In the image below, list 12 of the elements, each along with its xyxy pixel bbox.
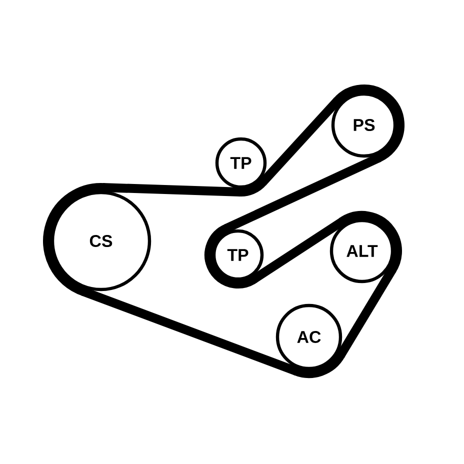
belt — [252, 217, 346, 283]
pulley: CS — [50, 190, 152, 292]
pulley: TP — [212, 229, 264, 281]
belt — [81, 287, 298, 376]
pulley: PS — [331, 92, 397, 158]
belt — [102, 183, 241, 196]
pulley: AC — [276, 304, 342, 370]
belt — [224, 154, 382, 233]
belt — [336, 266, 396, 358]
belt — [259, 97, 341, 186]
pulley: TP — [215, 137, 267, 189]
pulley: ALT — [330, 218, 394, 284]
